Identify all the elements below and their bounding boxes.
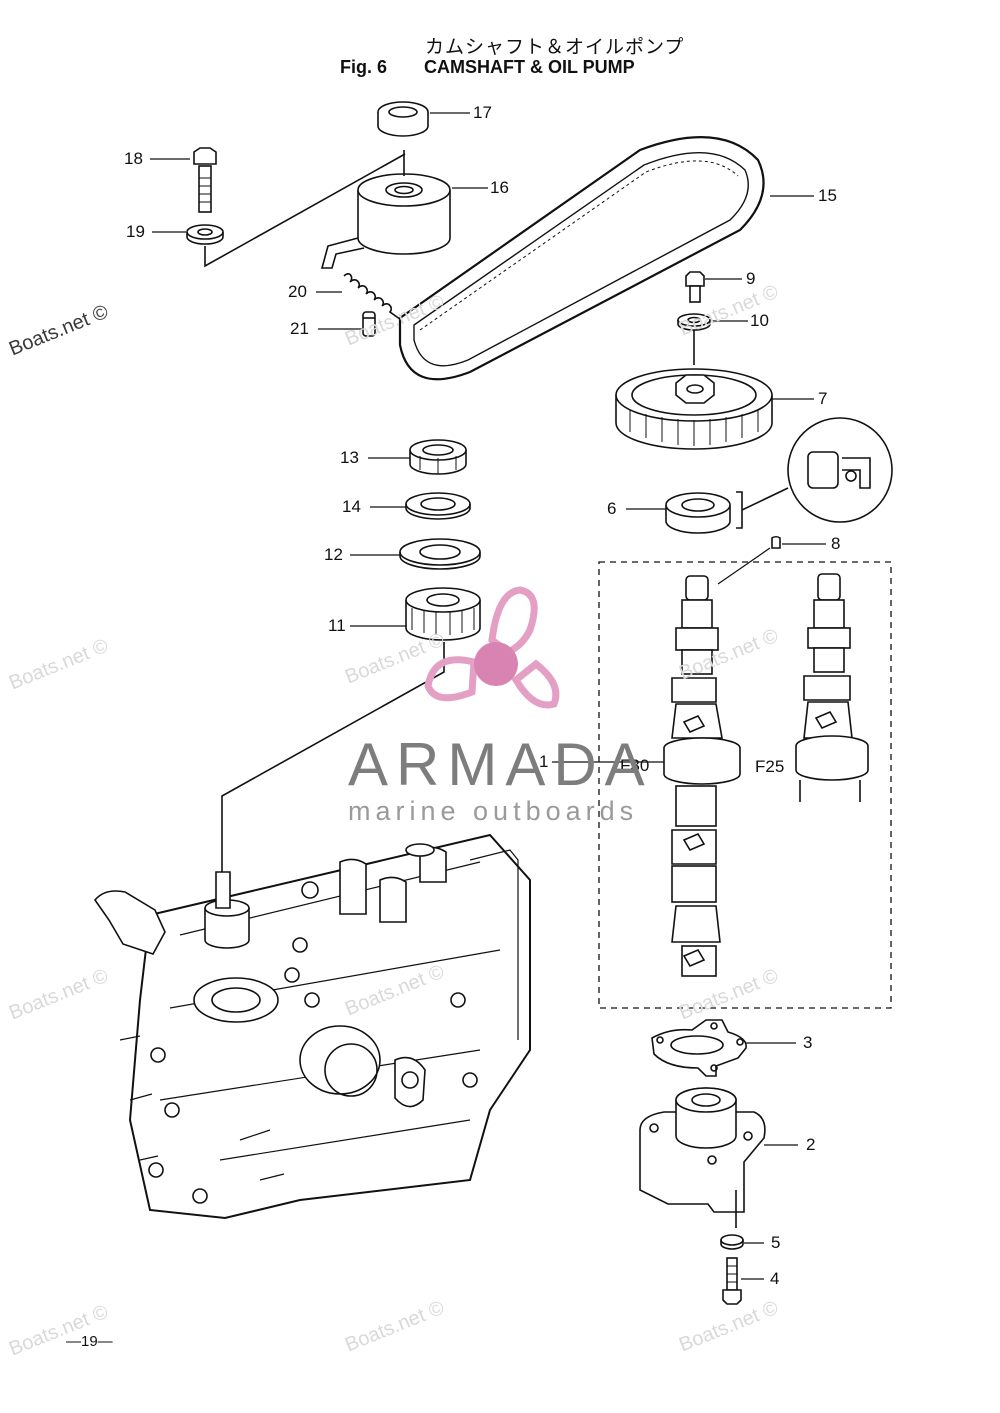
callout-6: 6 xyxy=(607,499,617,518)
callout-5: 5 xyxy=(771,1233,781,1252)
cylinder-head[interactable] xyxy=(93,833,531,1220)
callout-11: 11 xyxy=(328,616,346,635)
camshaft-variant-box xyxy=(598,561,892,1009)
callout-20: 20 xyxy=(288,282,307,301)
callout-12: 12 xyxy=(324,545,343,564)
callout-21: 21 xyxy=(290,319,309,338)
figure-title: CAMSHAFT & OIL PUMP xyxy=(424,57,635,77)
part-20-spring[interactable] xyxy=(343,273,405,323)
callout-15: 15 xyxy=(818,186,837,205)
part-13-nut[interactable] xyxy=(409,439,467,475)
part-21-pin[interactable] xyxy=(362,311,376,337)
callout-17: 17 xyxy=(473,103,492,122)
variant-label-f25: F25 xyxy=(755,757,785,776)
callout-7: 7 xyxy=(818,389,828,408)
callout-9: 9 xyxy=(746,269,756,288)
callout-18: 18 xyxy=(124,149,143,168)
part-14-lockwasher[interactable] xyxy=(405,492,471,520)
callout-3: 3 xyxy=(803,1033,813,1052)
callout-16: 16 xyxy=(490,178,509,197)
armada-logo-text: ARMADA xyxy=(348,731,653,798)
part-3-gasket[interactable] xyxy=(651,1019,747,1077)
part-12-plate[interactable] xyxy=(399,538,481,570)
callout-14: 14 xyxy=(342,497,361,516)
callout-2: 2 xyxy=(806,1135,816,1154)
title-japanese: カムシャフト＆オイルポンプ xyxy=(425,36,685,58)
part-15-timing-belt[interactable] xyxy=(398,136,765,381)
part-9-bolt[interactable] xyxy=(685,271,705,303)
callout-13: 13 xyxy=(340,448,359,467)
part-18-bolt[interactable] xyxy=(193,147,217,213)
part-5-washer[interactable] xyxy=(720,1234,744,1250)
figure-label: Fig. 6 xyxy=(340,57,388,77)
armada-propeller-logo xyxy=(424,586,560,709)
callout-1: 1 xyxy=(539,752,549,771)
part-2-oil-pump[interactable] xyxy=(639,1087,766,1228)
part-6-oil-seal[interactable] xyxy=(665,492,731,534)
leader-lines xyxy=(150,112,826,1280)
part-10-washer[interactable] xyxy=(677,313,711,365)
part-1-camshaft-f30[interactable] xyxy=(663,575,741,977)
part-19-washer[interactable] xyxy=(186,153,406,268)
part-7-cam-pulley[interactable] xyxy=(615,368,773,450)
armada-tagline: marine outboards xyxy=(348,796,639,826)
part-11-gear[interactable] xyxy=(221,587,481,876)
page-number: —19— xyxy=(66,1333,113,1350)
callout-4: 4 xyxy=(770,1269,780,1288)
part-8-key[interactable] xyxy=(771,535,781,549)
part-4-bolt[interactable] xyxy=(722,1257,742,1305)
variant-label-f30: F30 xyxy=(620,756,650,775)
callout-19: 19 xyxy=(126,222,145,241)
detail-inset xyxy=(736,417,893,529)
part-17-cap[interactable] xyxy=(377,101,429,137)
part-16-tensioner[interactable] xyxy=(320,150,451,269)
camshaft-f25[interactable] xyxy=(795,573,869,802)
callout-8: 8 xyxy=(831,534,841,553)
callout-10: 10 xyxy=(750,311,769,330)
